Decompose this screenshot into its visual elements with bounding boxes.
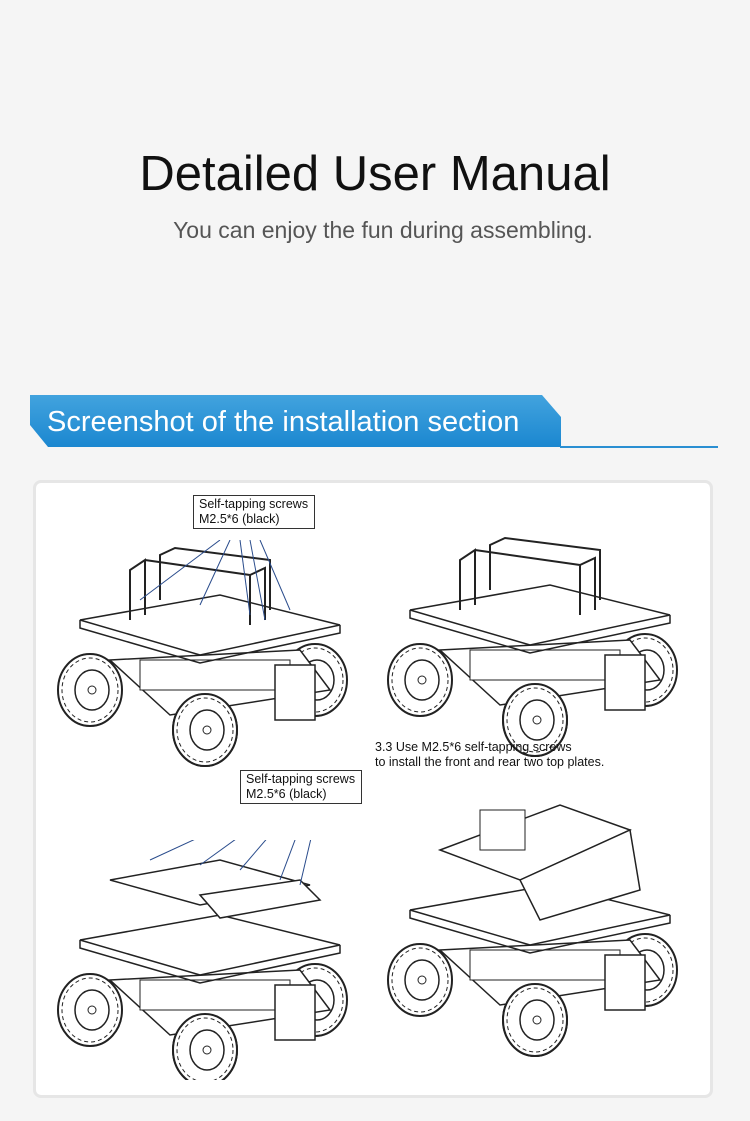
robot-illustration-step-2: [380, 537, 700, 760]
caption-line2: to install the front and rear two top pl…: [375, 755, 605, 769]
screw-label-line2: M2.5*6 (black): [199, 512, 280, 526]
step-caption: 3.3 Use M2.5*6 self-tapping screws to in…: [375, 740, 604, 770]
page-subtitle: You can enjoy the fun during assembling.: [173, 217, 593, 243]
screw-label-line1: Self-tapping screws: [246, 772, 356, 786]
caption-line1: 3.3 Use M2.5*6 self-tapping screws: [375, 740, 572, 754]
screw-label-top: Self-tapping screws M2.5*6 (black): [193, 495, 315, 529]
screw-label-line1: Self-tapping screws: [199, 497, 309, 511]
banner-divider: [560, 446, 718, 448]
page-title: Detailed User Manual: [139, 147, 611, 201]
robot-illustration-step-3: [45, 840, 375, 1080]
screw-label-bottom: Self-tapping screws M2.5*6 (black): [240, 770, 362, 804]
robot-illustration-step-1: [50, 540, 370, 770]
robot-illustration-step-4: [380, 804, 700, 1060]
section-title: Screenshot of the installation section: [47, 406, 520, 438]
screw-label-line2: M2.5*6 (black): [246, 787, 327, 801]
section-banner: Screenshot of the installation section: [30, 395, 561, 447]
